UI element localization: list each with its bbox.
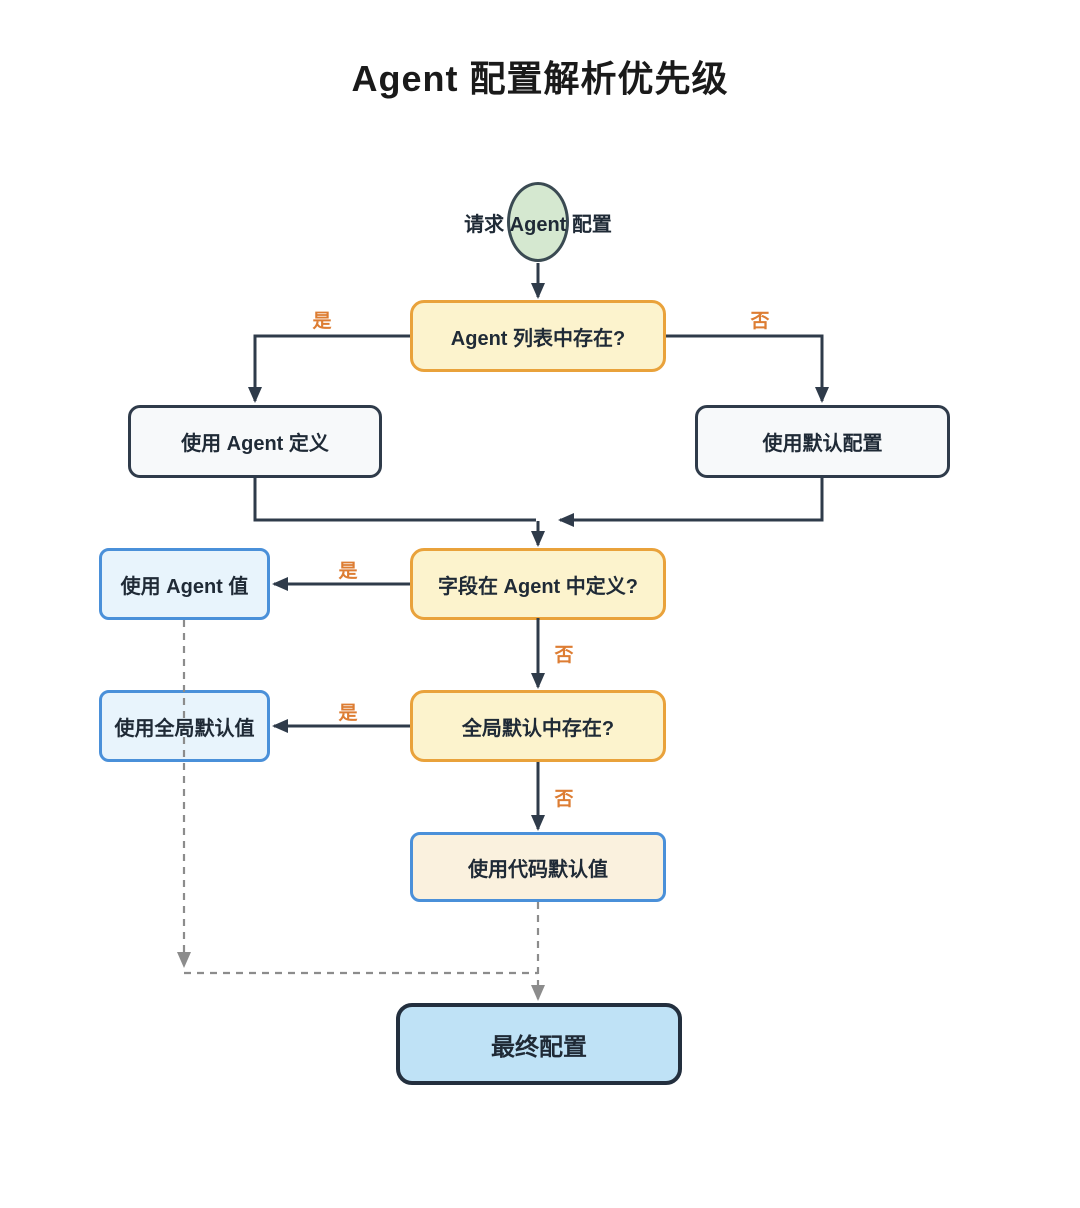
diagram-title: Agent 配置解析优先级 xyxy=(351,58,729,99)
start-node: 请求 Agent 配置 xyxy=(428,182,648,262)
edge-decision1-yes xyxy=(248,334,410,403)
edge-label-no-3: 否 xyxy=(554,789,574,810)
node-use-agent-definition: 使用 Agent 定义 xyxy=(128,405,382,478)
decision-agent-list-exists: Agent 列表中存在? xyxy=(410,300,666,372)
use-global-default-label: 使用全局默认值 xyxy=(114,717,255,740)
edge-label-no-1: 否 xyxy=(750,311,770,332)
edge-label-no-2: 否 xyxy=(554,645,574,666)
decision-field-defined: 字段在 Agent 中定义? xyxy=(410,548,666,620)
node-final-config: 最终配置 xyxy=(396,1003,682,1085)
decision-field-defined-label: 字段在 Agent 中定义? xyxy=(438,575,638,598)
decision-global-default-exists: 全局默认中存在? xyxy=(410,690,666,762)
edge-decision1-no xyxy=(666,334,829,403)
node-use-default-config: 使用默认配置 xyxy=(695,405,950,478)
edge-label-yes-2: 是 xyxy=(338,561,358,582)
node-use-agent-value: 使用 Agent 值 xyxy=(99,548,270,620)
final-config-label: 最终配置 xyxy=(491,1033,587,1061)
use-code-default-label: 使用代码默认值 xyxy=(468,858,608,881)
decision-global-default-label: 全局默认中存在? xyxy=(461,717,615,740)
edge-merge-left xyxy=(253,478,536,522)
edge-merge-right xyxy=(558,478,824,527)
node-use-global-default: 使用全局默认值 xyxy=(99,690,270,762)
decision-agent-list-label: Agent 列表中存在? xyxy=(450,327,626,350)
edge-label-yes-1: 是 xyxy=(312,311,332,332)
start-node-label: 请求 Agent 配置 xyxy=(464,213,612,236)
node-use-code-default: 使用代码默认值 xyxy=(410,832,666,902)
use-agent-definition-label: 使用 Agent 定义 xyxy=(181,433,329,455)
edge-label-yes-3: 是 xyxy=(338,703,358,724)
use-agent-value-label: 使用 Agent 值 xyxy=(120,575,249,598)
use-default-config-label: 使用默认配置 xyxy=(762,433,883,455)
start-ellipse xyxy=(507,182,569,262)
